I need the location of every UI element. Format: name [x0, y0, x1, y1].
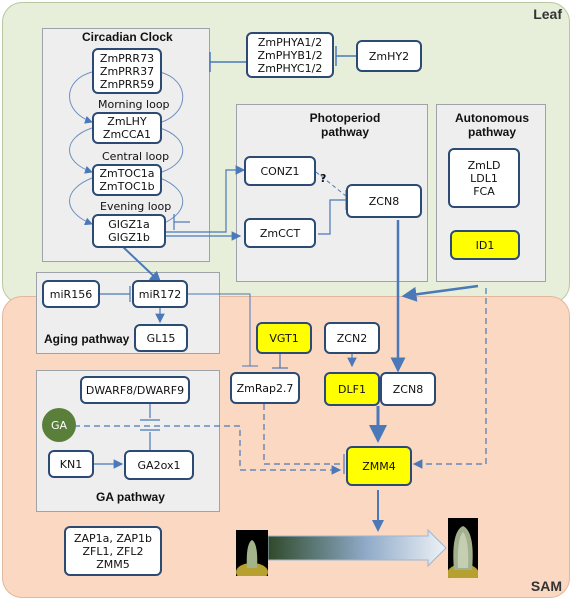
node-mir172: miR172 — [132, 280, 188, 308]
node-dlf1: DLF1 — [324, 372, 380, 406]
node-gl15: GL15 — [134, 324, 188, 352]
evening-loop-label: Evening loop — [100, 200, 172, 213]
node-zmm4: ZMM4 — [346, 446, 412, 486]
node-zcn2: ZCN2 — [324, 322, 380, 354]
morning-loop-label: Morning loop — [98, 98, 170, 111]
node-id1: ID1 — [450, 230, 520, 260]
node-zcn8-sam: ZCN8 — [380, 372, 436, 406]
node-vgt1: VGT1 — [256, 322, 312, 354]
node-zmlhy: ZmLHY ZmCCA1 — [92, 112, 162, 144]
node-gigz1: GIGZ1a GIGZ1b — [92, 214, 166, 248]
central-loop-left-arc — [69, 127, 93, 174]
aging-title: Aging pathway — [44, 332, 130, 346]
circadian-clock-title: Circadian Clock — [82, 30, 173, 44]
evening-loop-left-arc — [69, 177, 93, 226]
autonomous-title: Autonomous pathway — [455, 111, 529, 139]
node-floral-identity-genes: ZAP1a, ZAP1b ZFL1, ZFL2 ZMM5 — [64, 526, 162, 576]
morning-loop-right-arc — [159, 71, 184, 123]
vegetative-meristem-image — [236, 530, 268, 581]
reproductive-meristem-image — [447, 518, 479, 584]
node-kn1: KN1 — [48, 450, 94, 478]
id1-to-zmm4-dashed — [412, 288, 487, 469]
unknown-link-mark: ? — [320, 172, 327, 185]
zmcct-to-zcn8-line — [318, 199, 346, 235]
id1-to-zcn8-arrow — [401, 284, 479, 302]
node-dwarf8-dwarf9: DWARF8/DWARF9 — [80, 376, 190, 404]
gigz-to-mir172-arrow — [121, 245, 162, 284]
node-ga2ox1: GA2ox1 — [124, 450, 194, 480]
node-conz1: CONZ1 — [244, 156, 316, 186]
ga-to-zmm4-dashed — [74, 425, 342, 475]
central-loop-right-arc — [159, 127, 184, 173]
zmrap-to-zmm4-dashed — [263, 404, 344, 465]
photoperiod-title: Photoperiod pathway — [309, 111, 381, 139]
node-zmcct: ZmCCT — [244, 218, 316, 248]
gigz-to-conz1-arrow — [166, 165, 246, 233]
flowering-transition-arrow — [267, 528, 447, 568]
morning-loop-left-arc — [69, 71, 93, 124]
node-zmtoc1: ZmTOC1a ZmTOC1b — [92, 164, 162, 196]
node-zmprr: ZmPRR73 ZmPRR37 ZmPRR59 — [92, 48, 162, 94]
node-zmhy2: ZmHY2 — [356, 40, 422, 72]
sam-label: SAM — [530, 578, 562, 594]
node-autonomous-genes: ZmLD LDL1 FCA — [448, 148, 520, 208]
evening-loop-right-arc — [159, 177, 184, 225]
node-zcn8-leaf: ZCN8 — [346, 184, 422, 218]
central-loop-label: Central loop — [102, 150, 170, 163]
ga-title: GA pathway — [96, 490, 165, 504]
leaf-label: Leaf — [533, 6, 562, 22]
ga-hormone-circle: GA — [42, 408, 76, 442]
node-mir156: miR156 — [42, 280, 100, 308]
mir172-to-zmrap-line — [188, 293, 251, 366]
node-zmrap27: ZmRap2.7 — [230, 372, 300, 404]
node-zmphy: ZmPHYA1/2 ZmPHYB1/2 ZmPHYC1/2 — [246, 32, 334, 78]
